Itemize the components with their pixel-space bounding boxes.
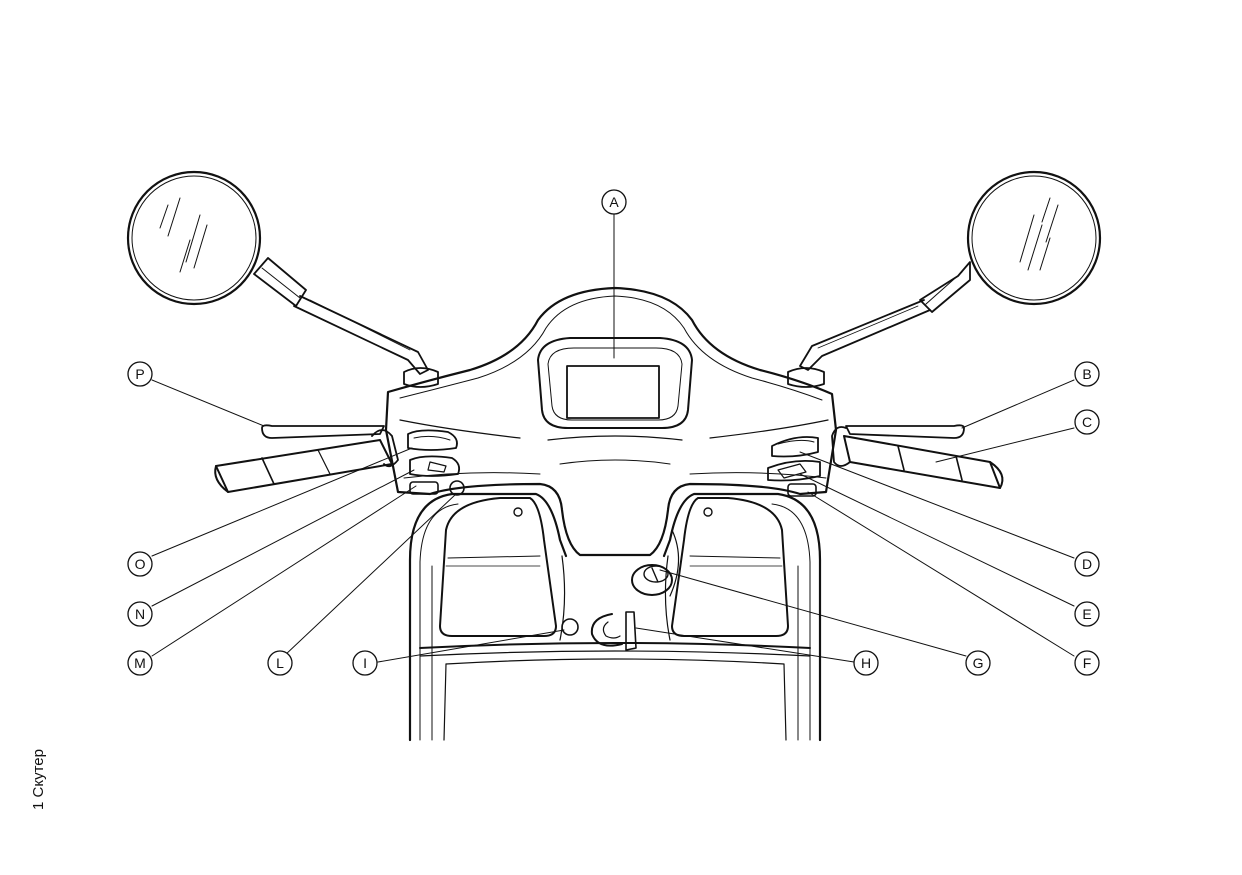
callout-f: F [1074,650,1100,676]
callout-d: D [1074,551,1100,577]
figure-caption: 1 Скутер [30,749,47,810]
callout-e: E [1074,601,1100,627]
callout-g: G [965,650,991,676]
svg-text:M: M [134,655,146,671]
callout-o: O [127,551,153,577]
callout-i: I [352,650,378,676]
callout-n: N [127,601,153,627]
callout-h: H [853,650,879,676]
left-mirror [126,170,439,388]
callout-m: M [127,650,153,676]
svg-text:A: A [609,194,619,210]
callout-b: B [1074,361,1100,387]
callout-a: A [601,189,627,215]
svg-text:N: N [135,606,145,622]
svg-text:E: E [1082,606,1091,622]
right-mirror [787,170,1102,388]
svg-text:F: F [1083,655,1092,671]
svg-text:D: D [1082,556,1092,572]
svg-text:I: I [363,655,367,671]
left-grip [214,424,399,493]
svg-text:H: H [861,655,871,671]
svg-text:G: G [973,655,984,671]
left-switchgear [407,429,465,496]
leg-shield [408,492,822,742]
right-grip [831,424,1004,489]
svg-text:O: O [135,556,146,572]
right-switchgear [767,436,821,497]
callout-l: L [267,650,293,676]
instrument-cluster [537,337,693,429]
svg-text:B: B [1082,366,1091,382]
svg-text:L: L [276,655,284,671]
leader-lines [151,213,1075,663]
callout-c: C [1074,409,1100,435]
svg-text:P: P [135,366,144,382]
svg-text:C: C [1082,414,1092,430]
callout-p: P [127,361,153,387]
